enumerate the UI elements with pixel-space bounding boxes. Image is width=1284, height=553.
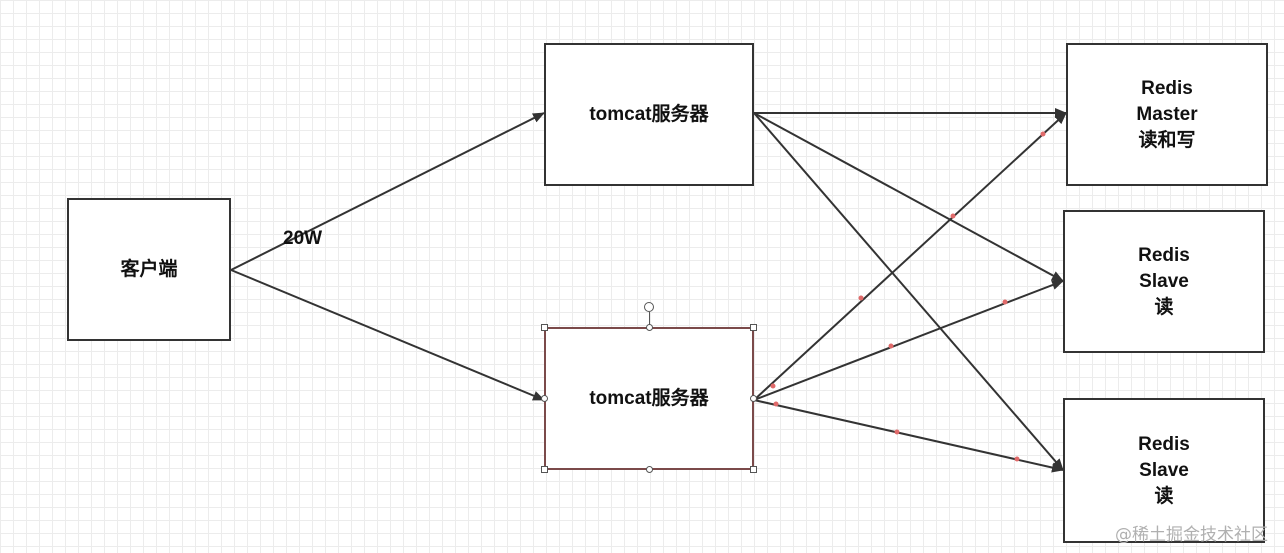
tomcat-server-top-label: tomcat服务器: [589, 103, 709, 125]
client-node[interactable]: 客户端: [67, 198, 231, 341]
edge-label-20w: 20W: [283, 228, 323, 249]
redis-master-node[interactable]: Redis Master 读和写: [1066, 43, 1268, 186]
redis-slave-2-node[interactable]: Redis Slave 读: [1063, 398, 1265, 543]
client-node-label: 客户端: [120, 258, 178, 280]
tomcat-bottom-to-redis-slave-1-arrow[interactable]: [753, 280, 1064, 401]
connector-midpoint-dot: [894, 429, 900, 435]
connector-midpoint-dot: [1014, 456, 1020, 462]
tomcat-top-to-redis-slave-2-arrow[interactable]: [753, 112, 1064, 471]
redis-slave-1-label: Redis Slave 读: [1138, 244, 1190, 318]
resize-handle-bottom-left[interactable]: [541, 466, 548, 473]
rotate-handle-stem: [649, 312, 650, 325]
connector-midpoint-dot: [888, 343, 894, 349]
resize-handle-top-left[interactable]: [541, 324, 548, 331]
client-to-tomcat-top-arrow[interactable]: [230, 112, 545, 271]
tomcat-bottom-to-redis-slave-2-arrow[interactable]: [753, 399, 1064, 473]
connector-midpoint-dot: [770, 383, 776, 389]
tomcat-top-to-redis-slave-1-arrow[interactable]: [753, 112, 1064, 282]
tomcat-server-bottom-node[interactable]: tomcat服务器: [544, 327, 754, 470]
tomcat-server-bottom-label: tomcat服务器: [589, 387, 709, 409]
connector-midpoint-dot: [950, 213, 956, 219]
tomcat-server-top-node[interactable]: tomcat服务器: [544, 43, 754, 186]
resize-handle-right-center[interactable]: [750, 395, 757, 402]
rotate-handle[interactable]: [644, 302, 654, 312]
watermark-text: @稀土掘金技术社区: [1115, 525, 1268, 545]
connector-midpoint-dot: [773, 401, 779, 407]
tomcat-bottom-to-redis-master-arrow[interactable]: [753, 112, 1067, 401]
resize-handle-top-center[interactable]: [646, 324, 653, 331]
resize-handle-bottom-center[interactable]: [646, 466, 653, 473]
connector-midpoint-dot: [858, 295, 864, 301]
resize-handle-bottom-right[interactable]: [750, 466, 757, 473]
redis-slave-1-node[interactable]: Redis Slave 读: [1063, 210, 1265, 353]
resize-handle-left-center[interactable]: [541, 395, 548, 402]
redis-master-label: Redis Master 读和写: [1136, 77, 1198, 151]
resize-handle-top-right[interactable]: [750, 324, 757, 331]
connector-midpoint-dot: [1002, 299, 1008, 305]
connector-midpoint-dot: [1040, 131, 1046, 137]
client-to-tomcat-bottom-arrow[interactable]: [230, 269, 545, 401]
redis-slave-2-label: Redis Slave 读: [1138, 433, 1190, 507]
